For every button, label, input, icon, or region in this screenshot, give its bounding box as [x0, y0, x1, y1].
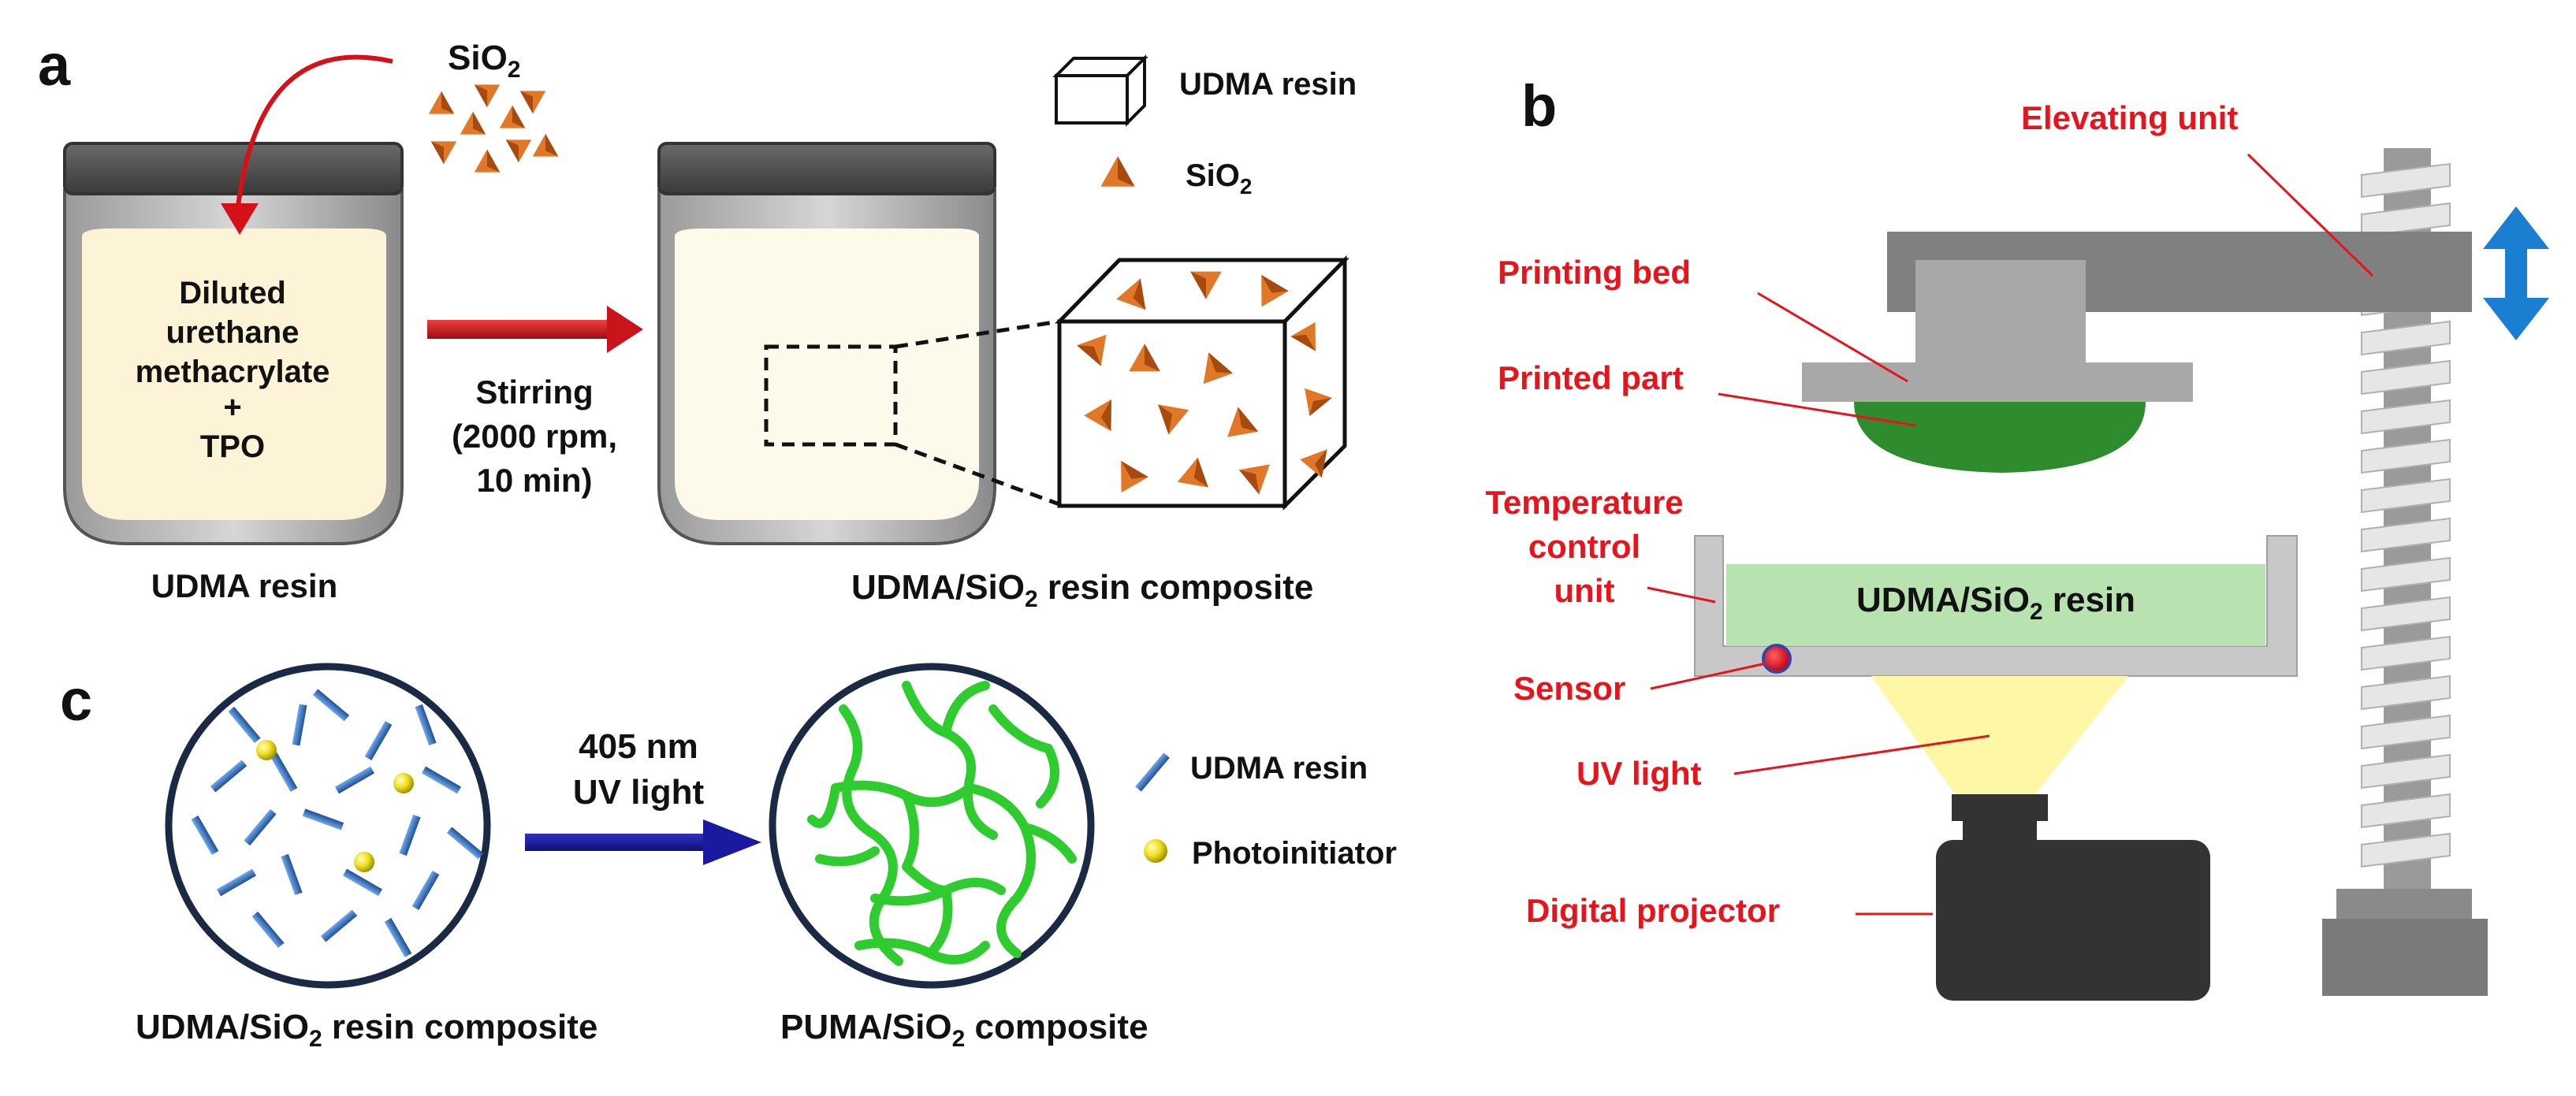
- jar1-line-2: urethane: [166, 315, 300, 350]
- jar1-line-4: +: [223, 390, 241, 425]
- label-printing-bed: Printing bed: [1498, 254, 1691, 291]
- panel-c-letter: c: [60, 667, 92, 733]
- zoom-box: [764, 344, 898, 447]
- resin-circle: [165, 663, 491, 989]
- panel-a-letter: a: [38, 32, 71, 98]
- sensor-dot: [1762, 644, 1792, 674]
- label-temp-line-3: unit: [1554, 572, 1615, 609]
- panel-c: c: [60, 663, 1397, 1052]
- red-curved-arrow: [236, 54, 393, 207]
- jar1-line-1: Diluted: [179, 276, 286, 310]
- label-sensor: Sensor: [1513, 670, 1625, 707]
- stirring-arrow: [427, 306, 643, 353]
- stirring-line-2: (2000 rpm,: [452, 418, 617, 455]
- printed-part: [1854, 402, 2146, 473]
- red-curved-arrowhead: [221, 203, 259, 235]
- vat-label: UDMA/SiO2 resin: [1856, 581, 2135, 625]
- jar-udma-resin: Diluted urethane methacrylate + TPO: [63, 142, 404, 545]
- legend-sio2-icon: [1100, 156, 1135, 187]
- digital-projector: [1936, 794, 2210, 1001]
- panel-b: b: [1485, 73, 2549, 1001]
- stirring-line-3: 10 min): [476, 462, 592, 499]
- label-temp-line-2: control: [1528, 528, 1640, 565]
- printing-bed-assembly: [1802, 232, 2472, 473]
- label-elevating-unit: Elevating unit: [2021, 99, 2238, 136]
- uv-arrow: [525, 819, 761, 865]
- jar1-line-5: TPO: [200, 429, 265, 464]
- circle1-caption: UDMA/SiO2 resin composite: [136, 1008, 597, 1052]
- legend-cube-icon: [1052, 54, 1148, 127]
- legend-resin-stick: [1135, 752, 1170, 792]
- legend-photoinitiator-ball: [1144, 839, 1167, 863]
- label-temp-line-1: Temperature: [1485, 484, 1683, 521]
- sio2-label: SiO2: [448, 39, 520, 83]
- resin-vat: UDMA/SiO2 resin: [1694, 535, 2298, 677]
- legend-sio2: SiO2: [1186, 158, 1252, 199]
- jar1-line-3: methacrylate: [136, 355, 330, 389]
- panel-a: a Diluted urethane methacrylate + TPO UD…: [38, 32, 1357, 612]
- legend-udma-resin: UDMA resin: [1179, 67, 1357, 102]
- panel-b-letter: b: [1521, 73, 1557, 139]
- label-uv-light: UV light: [1576, 755, 1702, 792]
- stirring-line-1: Stirring: [475, 373, 593, 411]
- screw-column: [2322, 148, 2488, 996]
- sio2-particles-group: [428, 84, 559, 173]
- elevation-double-arrow: [2483, 206, 2549, 340]
- uv-arrow-line-1: 405 nm: [579, 727, 698, 766]
- legend-udma-resin-c: UDMA resin: [1190, 751, 1368, 786]
- polymer-circle: [769, 663, 1095, 989]
- jar2-caption: UDMA/SiO2 resin composite: [851, 568, 1313, 612]
- panel-b-labels: Elevating unit Printing bed Printed part…: [1485, 99, 2374, 929]
- label-digital-projector: Digital projector: [1526, 892, 1780, 929]
- circle2-caption: PUMA/SiO2 composite: [780, 1008, 1148, 1052]
- jar-udma-sio2-composite: [657, 142, 996, 545]
- uv-arrow-line-2: UV light: [573, 773, 705, 812]
- label-printed-part: Printed part: [1498, 359, 1684, 396]
- legend-photoinitiator: Photoinitiator: [1192, 836, 1397, 871]
- uv-light-cone: [1871, 676, 2128, 794]
- composite-cube: [1055, 254, 1349, 511]
- jar1-caption: UDMA resin: [151, 567, 337, 604]
